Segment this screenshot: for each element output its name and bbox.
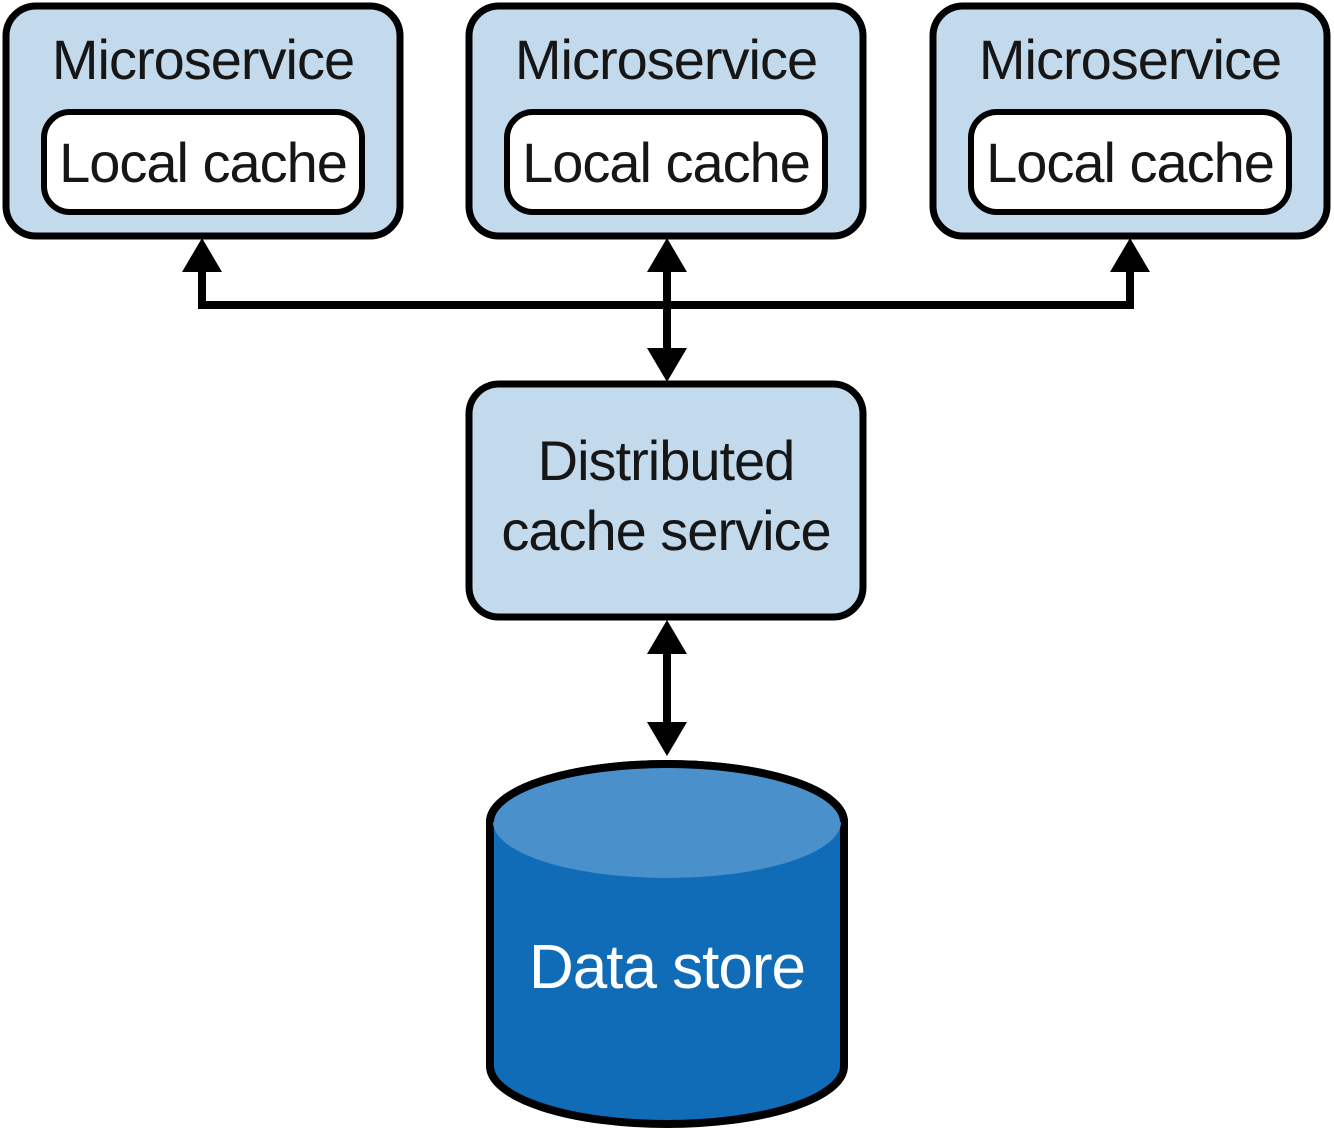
distributed-cache-label-line2: cache service xyxy=(501,499,830,562)
data-store-label: Data store xyxy=(529,933,805,1002)
distributed-cache-node: Distributed cache service xyxy=(465,380,867,621)
arrowhead-up-icon xyxy=(647,620,687,654)
microservice-node-3: Microservice Local cache xyxy=(929,2,1331,240)
arrowhead-up-icon xyxy=(647,238,687,272)
arrowhead-down-icon xyxy=(647,348,687,382)
arrowhead-down-icon xyxy=(647,722,687,756)
local-cache-label: Local cache xyxy=(522,131,810,194)
arrowhead-up-left-icon xyxy=(182,238,222,272)
local-cache-box xyxy=(968,109,1292,215)
microservice-label: Microservice xyxy=(52,28,354,91)
microservice-node-1: Microservice Local cache xyxy=(2,2,404,240)
arrow-cache-datastore xyxy=(647,620,687,756)
cylinder-top-outline xyxy=(486,760,848,823)
microservice-label: Microservice xyxy=(979,28,1281,91)
local-cache-label: Local cache xyxy=(986,131,1274,194)
microservice-node-2: Microservice Local cache xyxy=(465,2,867,240)
arrow-microservice-cache xyxy=(647,238,687,382)
data-store-cylinder: Data store xyxy=(486,760,848,1128)
microservice-label: Microservice xyxy=(515,28,817,91)
local-cache-label: Local cache xyxy=(59,131,347,194)
distributed-cache-label-line1: Distributed xyxy=(538,429,795,492)
arrowhead-up-right-icon xyxy=(1110,238,1150,272)
local-cache-box xyxy=(41,109,365,215)
distributed-cache-box xyxy=(465,380,867,621)
local-cache-box xyxy=(504,109,828,215)
cylinder-top xyxy=(493,766,841,878)
